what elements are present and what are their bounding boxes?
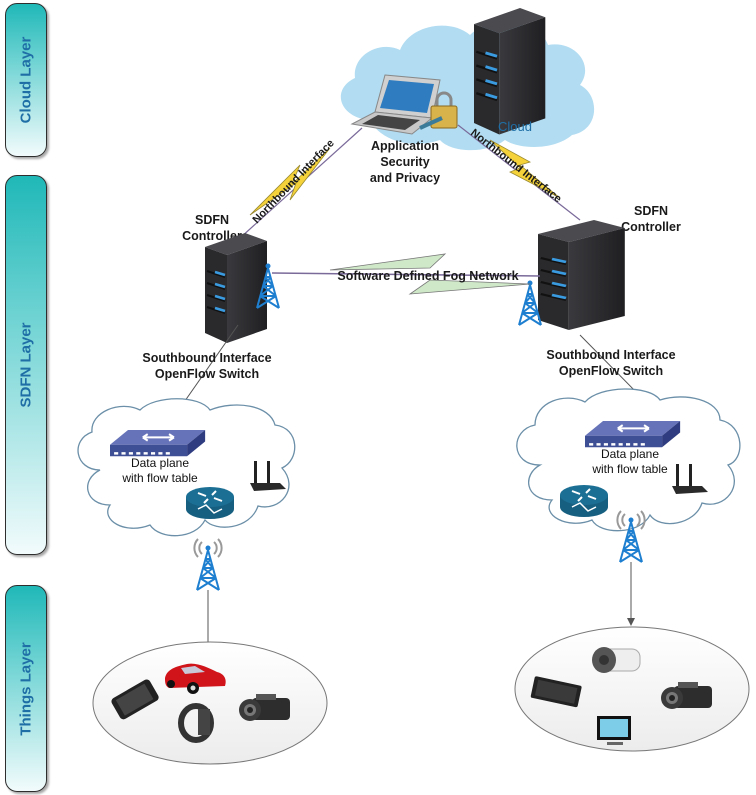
openflow-switch-left-icon <box>108 428 207 458</box>
app-security-label-line1: Application <box>371 139 439 153</box>
southbound-right-line2: OpenFlow Switch <box>559 364 663 378</box>
northbound-label-left: Northbound Interface <box>251 137 337 226</box>
data-plane-left-line2: with flow table <box>121 471 198 485</box>
app-security-label-line2: Security <box>380 155 429 169</box>
southbound-link-right <box>579 334 644 400</box>
data-plane-left-line1: Data plane <box>131 456 189 470</box>
northbound-link-left: Northbound Interface <box>239 127 363 239</box>
southbound-left-line1: Southbound Interface <box>142 351 271 365</box>
cloud-server-icon <box>472 6 547 136</box>
radio-tower-right-icon <box>518 279 542 326</box>
tablet-icon <box>530 676 582 708</box>
sdfn-controller-right-server-icon <box>536 218 627 332</box>
southbound-right-line1: Southbound Interface <box>546 348 675 362</box>
things-ellipse-right <box>514 626 750 752</box>
southbound-left-line2: OpenFlow Switch <box>155 367 259 381</box>
monitor-icon <box>597 716 631 745</box>
router-right-icon <box>559 484 609 518</box>
sdfn-controller-left-server-icon <box>203 231 269 345</box>
cloud-label: Cloud <box>498 119 532 134</box>
security-camera-icon <box>592 647 641 673</box>
car-icon <box>165 663 226 694</box>
laptop-icon <box>350 74 441 135</box>
fog-network-link: Software Defined Fog Network <box>271 253 541 295</box>
southbound-link-left <box>178 324 239 410</box>
radio-tower-things-right-icon <box>616 510 646 563</box>
controller-left-label-line1: SDFN <box>195 213 229 227</box>
fog-network-label: Software Defined Fog Network <box>337 269 518 283</box>
openflow-switch-right-icon <box>583 419 682 449</box>
controller-right-label-line2: Controller <box>621 220 681 234</box>
router-left-icon <box>185 486 235 520</box>
cloud-shape <box>340 22 595 151</box>
data-plane-right-line2: with flow table <box>591 462 668 476</box>
controller-right-label-line1: SDFN <box>634 204 668 218</box>
cloud-layer-bar: Cloud Layer <box>5 3 47 157</box>
smartphone-icon <box>111 679 159 720</box>
app-security-label-line3: and Privacy <box>370 171 440 185</box>
things-layer-bar: Things Layer <box>5 585 47 792</box>
radio-tower-things-left-icon <box>193 538 223 591</box>
data-plane-right-line1: Data plane <box>601 447 659 461</box>
smartwatch-icon <box>178 703 214 743</box>
things-ellipse-left <box>92 641 328 765</box>
sdfn-layer-bar: SDFN Layer <box>5 175 47 555</box>
padlock-icon <box>419 91 458 130</box>
